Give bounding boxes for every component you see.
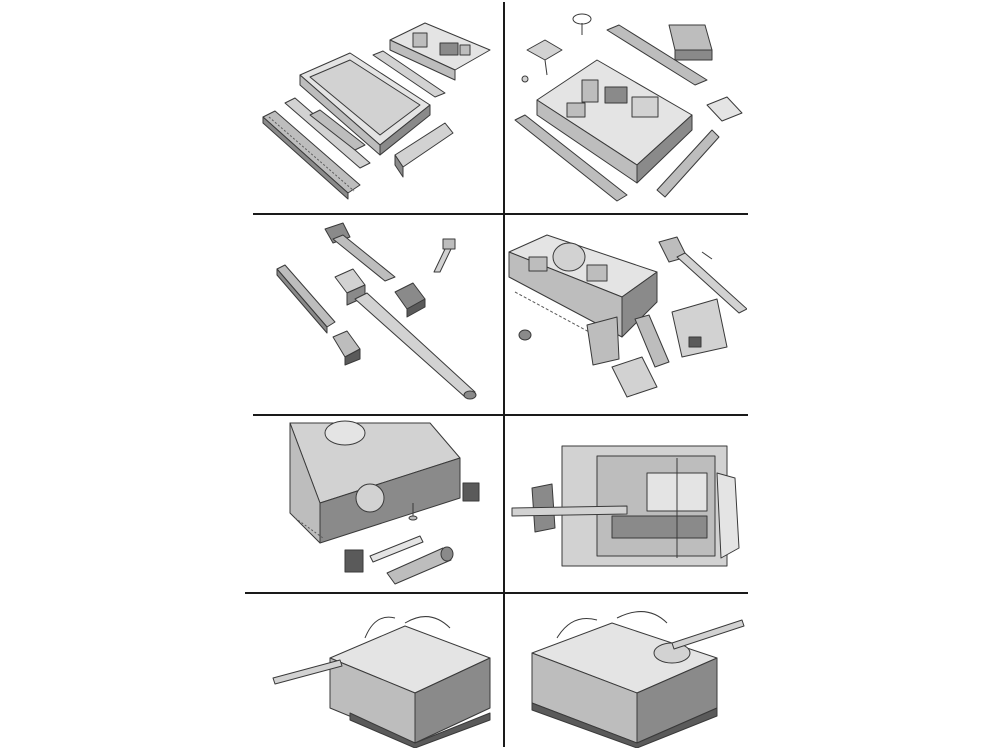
hull-floor-tub: [299, 52, 431, 156]
side-plate-b: [634, 314, 670, 368]
small-round-part: [521, 75, 529, 83]
exhaust-cylinder: [386, 546, 454, 585]
panel-finished-vehicle-right: [531, 611, 745, 748]
horizontal-divider-3: [245, 592, 748, 594]
gun-barrel-top: [511, 505, 628, 517]
recoil-mechanism: [394, 282, 426, 318]
panel-gun-parts: [276, 222, 477, 400]
steering-wheel-part: [572, 13, 592, 35]
vehicle-hull-left: [329, 616, 491, 744]
gun-mount-base: [332, 330, 361, 366]
partially-built-hull: [508, 234, 658, 348]
side-plate-a: [586, 316, 620, 366]
vehicle-track-left: [349, 712, 491, 748]
gun-assembly-part: [658, 236, 747, 314]
panel-hull-interior-parts: [514, 13, 743, 202]
vehicle-gun-right: [671, 619, 745, 650]
hull-top-view: [561, 445, 740, 567]
flat-strip-part: [369, 535, 424, 563]
vertical-divider: [503, 2, 505, 747]
upper-side-panel: [606, 24, 708, 86]
lower-side-rail: [514, 114, 628, 202]
round-part: [518, 329, 532, 341]
side-rail-upper: [372, 50, 446, 98]
vehicle-hull-right: [531, 611, 718, 744]
square-plate-a: [462, 482, 480, 502]
side-rail-lower: [284, 97, 371, 169]
upper-interior-tray: [389, 22, 491, 81]
hull-interior-assembly: [536, 59, 693, 184]
front-armor-plate: [671, 298, 728, 358]
small-pin-part: [408, 503, 418, 521]
panel-top-view-interior: [511, 445, 740, 567]
horizontal-divider-1: [253, 213, 748, 215]
rear-hull-body: [289, 420, 461, 544]
right-side-rail: [656, 129, 720, 198]
gun-shield-arm: [324, 222, 396, 282]
panel-gun-and-superstructure-plates: [508, 234, 747, 398]
small-plate-part: [706, 96, 743, 122]
seat-block-part: [668, 24, 713, 61]
panel-rear-hull-parts: [289, 420, 480, 585]
small-mount-pin: [433, 238, 456, 273]
hatch-plate: [611, 356, 658, 398]
square-plate-b: [344, 549, 364, 573]
horizontal-divider-2: [253, 414, 748, 416]
panel-hull-floor-parts: [262, 22, 491, 200]
panel-finished-vehicle-left: [272, 616, 491, 748]
vehicle-track-right: [531, 702, 718, 748]
gun-cradle-rail: [276, 264, 336, 334]
front-plate-part: [394, 122, 454, 178]
track-link-run: [262, 110, 361, 200]
gun-barrel: [354, 292, 477, 400]
vehicle-gun-left: [272, 659, 343, 685]
small-bracket-part: [526, 39, 563, 76]
